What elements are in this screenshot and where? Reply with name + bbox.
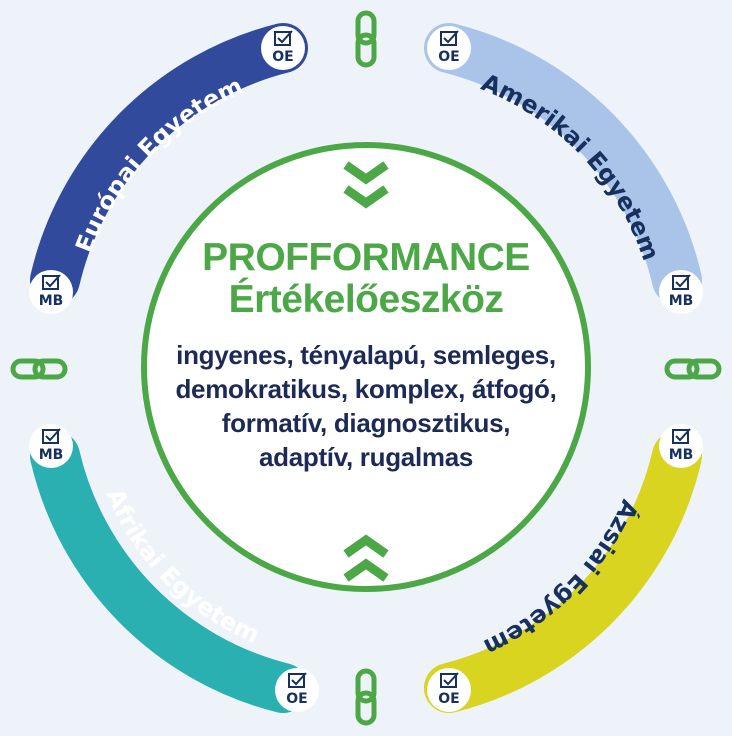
badge-mb-afrikai: MB xyxy=(29,424,73,468)
checkbox-icon xyxy=(42,428,61,444)
badge-mb-amerikai: MB xyxy=(659,270,703,314)
chevron-down-icon xyxy=(343,161,389,209)
badge-oe-text: OE xyxy=(286,691,307,707)
badge-oe-europai: OE xyxy=(261,26,305,70)
badge-mb-text: MB xyxy=(669,293,694,309)
checkbox-icon xyxy=(42,274,61,290)
chain-link-icon-right xyxy=(664,358,722,380)
badge-oe-text: OE xyxy=(438,691,459,707)
center-title: PROFFORMANCE xyxy=(202,236,530,279)
badge-mb-europai: MB xyxy=(29,270,73,314)
description-line: formatív, diagnosztikus, xyxy=(221,408,511,438)
checkbox-icon xyxy=(288,672,307,688)
badge-oe-azsiai: OE xyxy=(427,668,471,712)
description-line: adaptív, rugalmas xyxy=(258,442,474,472)
badge-mb-text: MB xyxy=(39,447,64,463)
badge-oe-afrikai: OE xyxy=(275,668,319,712)
chain-link-icon-left xyxy=(10,358,68,380)
badge-oe-text: OE xyxy=(272,49,293,65)
badge-oe-amerikai: OE xyxy=(427,26,471,70)
chain-link-icon-bottom xyxy=(355,668,377,726)
description-line: ingyenes, tényalapú, semleges, xyxy=(176,340,556,370)
badge-oe-text: OE xyxy=(438,49,459,65)
checkbox-icon xyxy=(274,30,293,46)
checkbox-icon xyxy=(672,274,691,290)
description-line: demokratikus, komplex, átfogó, xyxy=(175,374,557,404)
center-circle xyxy=(141,142,591,592)
center-content: PROFFORMANCE Értékelőeszköz ingyenes, té… xyxy=(146,147,586,587)
checkbox-icon xyxy=(440,672,459,688)
center-subtitle: Értékelőeszköz xyxy=(228,278,504,321)
checkbox-icon xyxy=(672,428,691,444)
badge-mb-azsiai: MB xyxy=(659,424,703,468)
chain-link-icon-top xyxy=(355,10,377,68)
badge-mb-text: MB xyxy=(39,293,64,309)
checkbox-icon xyxy=(440,30,459,46)
chevron-up-icon xyxy=(343,534,389,582)
badge-mb-text: MB xyxy=(669,447,694,463)
